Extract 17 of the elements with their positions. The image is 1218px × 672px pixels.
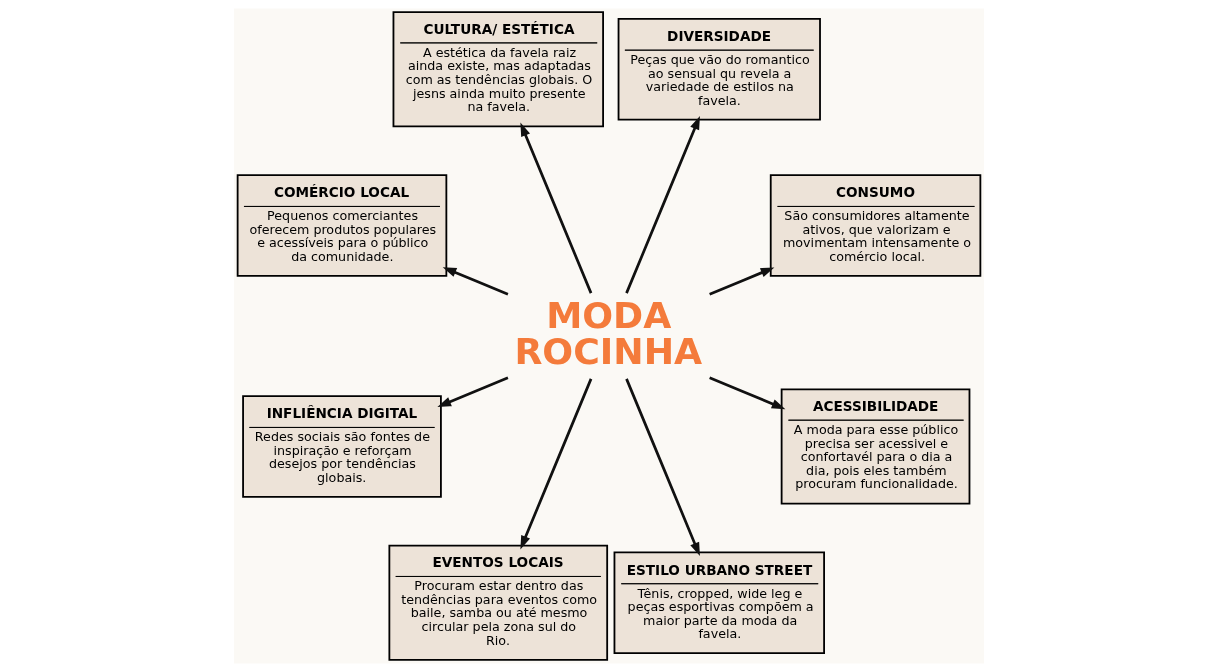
arrow [520, 122, 593, 294]
arrow [709, 376, 786, 410]
arrow [709, 267, 775, 296]
arrow [625, 378, 700, 557]
node-box: CULTURA/ ESTÉTICA A estética da favela raiz ainda existe, mas adaptadas com as tendências globais. O jesns ainda muito presente na favela. [392, 11, 604, 128]
node-box: CONSUMO São consumidores altamente ativos, que valorizam e movimentam intensamente o comércio local. [769, 174, 982, 277]
node-box: EVENTOS LOCAIS Procuram estar dentro das tendências para eventos como baile, samba ou até mesmo circular pela zona sul do Rio. [388, 544, 609, 661]
arrow [437, 376, 509, 407]
node-box: DIVERSIDADE Peças que vão do romantico ao sensual qu revela a variedade de estilos na favela. [617, 17, 821, 121]
node-box: COMÉRCIO LOCAL Pequenos comerciantes oferecem produtos populares e acessíveis para o público da comunidade. [236, 174, 448, 277]
arrow [625, 115, 700, 294]
node-box: ESTILO URBANO STREET Tênis, cropped, wide leg e peças esportivas compõem a maior parte da moda da favela. [613, 551, 825, 655]
arrow [520, 378, 593, 550]
node-box: ACESSIBILIDADE A moda para esse público precisa ser acessivel e confortavél para o dia a dia, pois eles também procuram funcionalidade. [780, 388, 971, 505]
node-box: INFLIÊNCIA DIGITAL Redes sociais são fontes de inspiração e reforçam desejos por tendências globais. [242, 395, 442, 498]
node-text: MODA ROCINHA [514, 293, 703, 374]
arrow [442, 267, 509, 296]
